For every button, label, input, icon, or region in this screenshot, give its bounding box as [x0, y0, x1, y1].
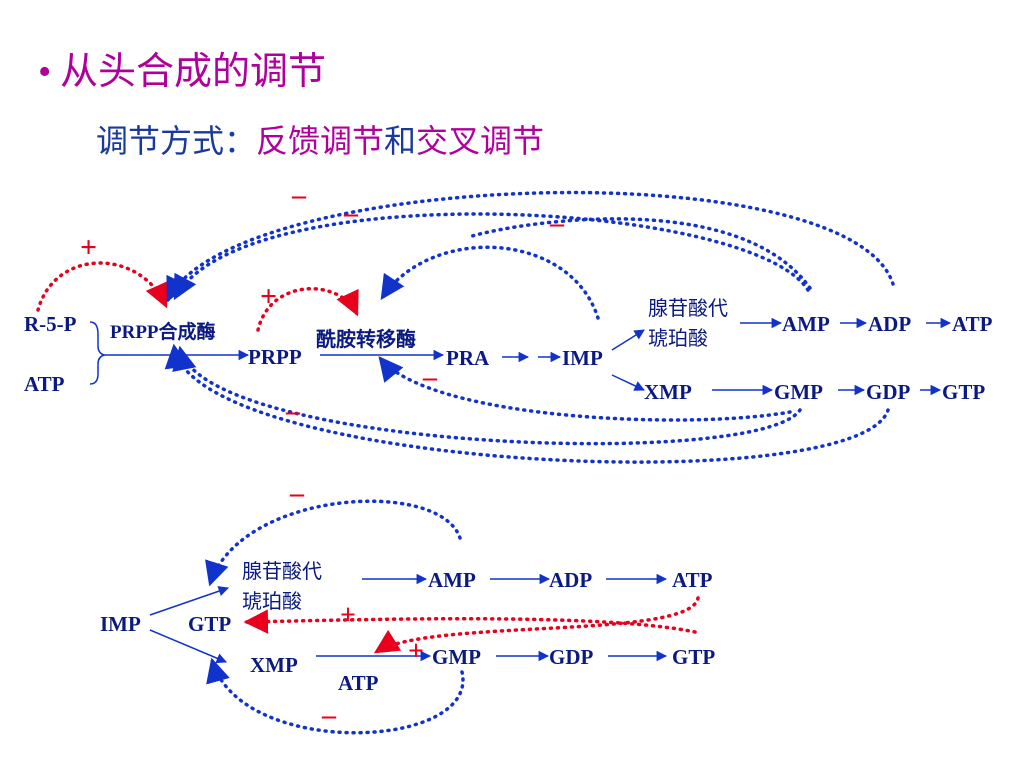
feedback-gmp-b — [206, 657, 465, 735]
label-amp-b: AMP — [428, 568, 476, 592]
subtitle-cross: 交叉调节 — [416, 123, 544, 159]
subtitle-feedback: 反馈调节 — [256, 123, 384, 159]
subtitle: 调节方式：反馈调节和交叉调节 — [96, 123, 544, 159]
label-gtp: GTP — [942, 380, 985, 404]
label-xmp-b: XMP — [250, 653, 298, 677]
arrow-imp-xmp — [611, 374, 645, 391]
page-title: 从头合成的调节 — [60, 51, 326, 93]
label-adenylosuccinate-1: 腺苷酸代 — [648, 297, 728, 320]
sign-minus-bottom-low: – — [321, 700, 337, 731]
label-adenylosuccinate-2: 琥珀酸 — [648, 327, 708, 350]
label-r5p: R-5-P — [24, 312, 77, 336]
label-adenylosuccinate-b-1: 腺苷酸代 — [242, 560, 322, 583]
subtitle-prefix: 调节方式： — [96, 123, 256, 159]
sign-plus-prpp: + — [260, 280, 277, 313]
label-amp: AMP — [782, 312, 830, 336]
label-amidotransferase: 酰胺转移酶 — [316, 327, 416, 351]
sign-minus-top-3: – — [549, 208, 565, 239]
sign-minus-top-1: – — [291, 180, 307, 211]
label-adp-b: ADP — [549, 568, 592, 592]
label-atp-substrate: ATP — [24, 372, 65, 396]
label-adp: ADP — [868, 312, 911, 336]
label-prpp-synthase: PRPP合成酶 — [110, 320, 216, 343]
feedback-imp-amidotransferase — [380, 245, 600, 320]
substrate-brace — [89, 321, 107, 385]
sign-plus-r5p: + — [80, 231, 97, 264]
label-imp-b: IMP — [100, 612, 141, 636]
title-bullet: • — [38, 51, 51, 93]
cross-activation-atp — [373, 596, 700, 654]
sign-minus-bottom-top: – — [289, 478, 305, 509]
cross-activation-gtp — [243, 609, 697, 634]
feedback-gmp-prpp-synthase — [172, 345, 802, 446]
sign-minus-pra: – — [422, 362, 438, 393]
arrow-imp-adenylosuccinate — [611, 329, 645, 351]
label-adenylosuccinate-b-2: 琥珀酸 — [242, 590, 302, 613]
subtitle-and: 和 — [384, 123, 416, 159]
sign-plus-bottom-2: + — [408, 636, 424, 667]
label-gtp-cofactor: GTP — [188, 612, 231, 636]
label-imp: IMP — [562, 346, 603, 370]
label-xmp: XMP — [644, 380, 692, 404]
label-atp: ATP — [952, 312, 993, 336]
label-gmp: GMP — [774, 380, 823, 404]
feedback-amp-b — [205, 499, 462, 587]
sign-minus-prpp: – — [285, 396, 301, 427]
arrow-imp-xmp-b — [149, 629, 227, 664]
activation-r5p-prpp-synthase — [36, 261, 169, 312]
label-gdp: GDP — [866, 380, 911, 404]
label-atp-cofactor: ATP — [338, 671, 379, 695]
label-prpp: PRPP — [248, 345, 302, 369]
feedback-amp-prpp-synthase — [173, 212, 810, 301]
label-gtp-b: GTP — [672, 645, 715, 669]
feedback-amp-amidotransferase — [470, 217, 812, 290]
feedback-atp-prpp-synthase — [166, 190, 895, 303]
label-gmp-b: GMP — [432, 645, 481, 669]
label-gdp-b: GDP — [549, 645, 594, 669]
arrow-imp-adenylosuccinate-b — [149, 586, 229, 616]
sign-plus-bottom-1: + — [340, 600, 356, 631]
label-pra: PRA — [446, 346, 490, 370]
activation-prpp-amidotransferase — [256, 286, 359, 332]
feedback-gmp-amidotransferase — [378, 356, 792, 422]
label-atp-b: ATP — [672, 568, 713, 592]
sign-minus-top-2: – — [343, 198, 359, 229]
